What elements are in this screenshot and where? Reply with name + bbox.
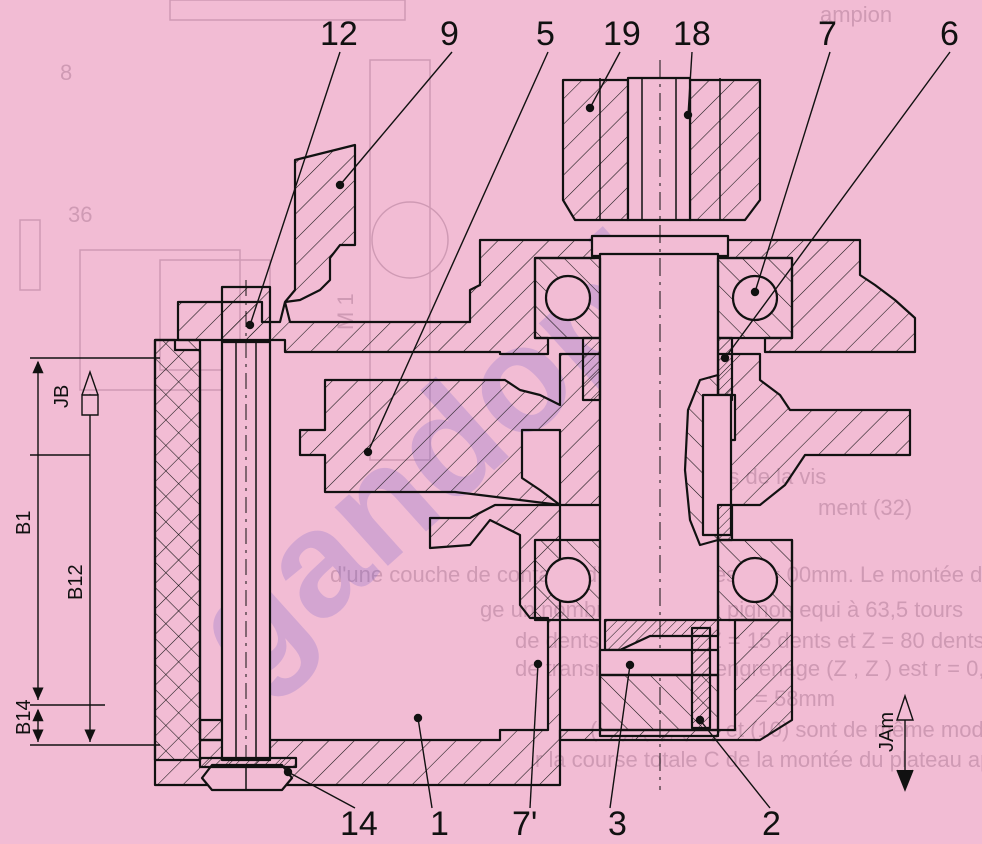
label-part-6: 6 bbox=[940, 15, 959, 53]
bg-text-8: 8 bbox=[60, 60, 72, 85]
dim-label-b12: B12 bbox=[65, 564, 87, 600]
dim-label-b14: B14 bbox=[13, 699, 35, 735]
lower-spacer-right bbox=[716, 503, 734, 542]
dimensions bbox=[30, 357, 914, 792]
nut-washer bbox=[198, 756, 298, 769]
spacer-left bbox=[581, 336, 602, 402]
leader-6 bbox=[724, 51, 951, 359]
jam-arrow-bottom bbox=[896, 769, 914, 792]
label-part-9: 9 bbox=[440, 15, 459, 53]
part-14-nut bbox=[200, 763, 294, 792]
dim-label-b1: B1 bbox=[13, 511, 35, 535]
label-part-12: 12 bbox=[320, 15, 358, 53]
leader-2 bbox=[699, 719, 771, 809]
bearing-ball-lower-left bbox=[544, 556, 592, 604]
part-5-gear bbox=[298, 352, 602, 507]
leader-lines bbox=[245, 51, 951, 809]
label-part-3: 3 bbox=[608, 805, 627, 839]
bg-text-36: 36 bbox=[68, 202, 92, 227]
leader-5 bbox=[367, 51, 549, 453]
bg-text-para-7: r la course totale C de la montée du pla… bbox=[535, 747, 982, 772]
part-5-right-hub bbox=[716, 352, 912, 507]
leader-9 bbox=[339, 51, 453, 186]
bg-text-top-right: ampion bbox=[820, 2, 892, 27]
leader-14 bbox=[287, 771, 356, 809]
part-number-labels: 12 9 5 19 18 7 6 14 1 7' 3 2 bbox=[320, 15, 959, 843]
label-part-5: 5 bbox=[536, 15, 555, 53]
dim-label-jam: JAm bbox=[876, 712, 898, 752]
spacer-right bbox=[716, 336, 734, 402]
part-19-key bbox=[626, 76, 692, 222]
label-part-1: 1 bbox=[430, 805, 449, 839]
part-18-gear-wheel bbox=[561, 78, 630, 222]
leader-12 bbox=[249, 51, 341, 326]
jb-marker bbox=[81, 394, 99, 416]
label-part-7prime: 7' bbox=[512, 805, 537, 839]
part-2-screw bbox=[690, 626, 712, 730]
label-part-19: 19 bbox=[603, 15, 641, 53]
dim-label-jb: JB bbox=[51, 385, 73, 408]
label-part-18: 18 bbox=[673, 15, 711, 53]
label-part-14: 14 bbox=[340, 805, 378, 839]
jam-arrow-top bbox=[896, 693, 914, 721]
leader-1 bbox=[417, 717, 433, 809]
leader-19 bbox=[589, 51, 621, 109]
leader-18 bbox=[687, 51, 693, 116]
leader-3 bbox=[609, 664, 631, 809]
leader-7 bbox=[754, 51, 831, 293]
bearing-ball-lower-right bbox=[731, 556, 779, 604]
bg-text-mid-2: ment (32) bbox=[818, 495, 912, 520]
bearing-ball-right bbox=[731, 274, 779, 322]
lower-right-housing bbox=[558, 538, 794, 742]
label-part-7: 7 bbox=[818, 15, 837, 53]
label-part-2: 2 bbox=[762, 805, 781, 839]
part-1-left-plate bbox=[153, 338, 202, 762]
part-18-gear-wheel-right bbox=[688, 78, 762, 222]
leader-7prime bbox=[529, 663, 539, 809]
bearing-ball-left bbox=[544, 274, 592, 322]
jb-arrow-head bbox=[81, 369, 99, 396]
